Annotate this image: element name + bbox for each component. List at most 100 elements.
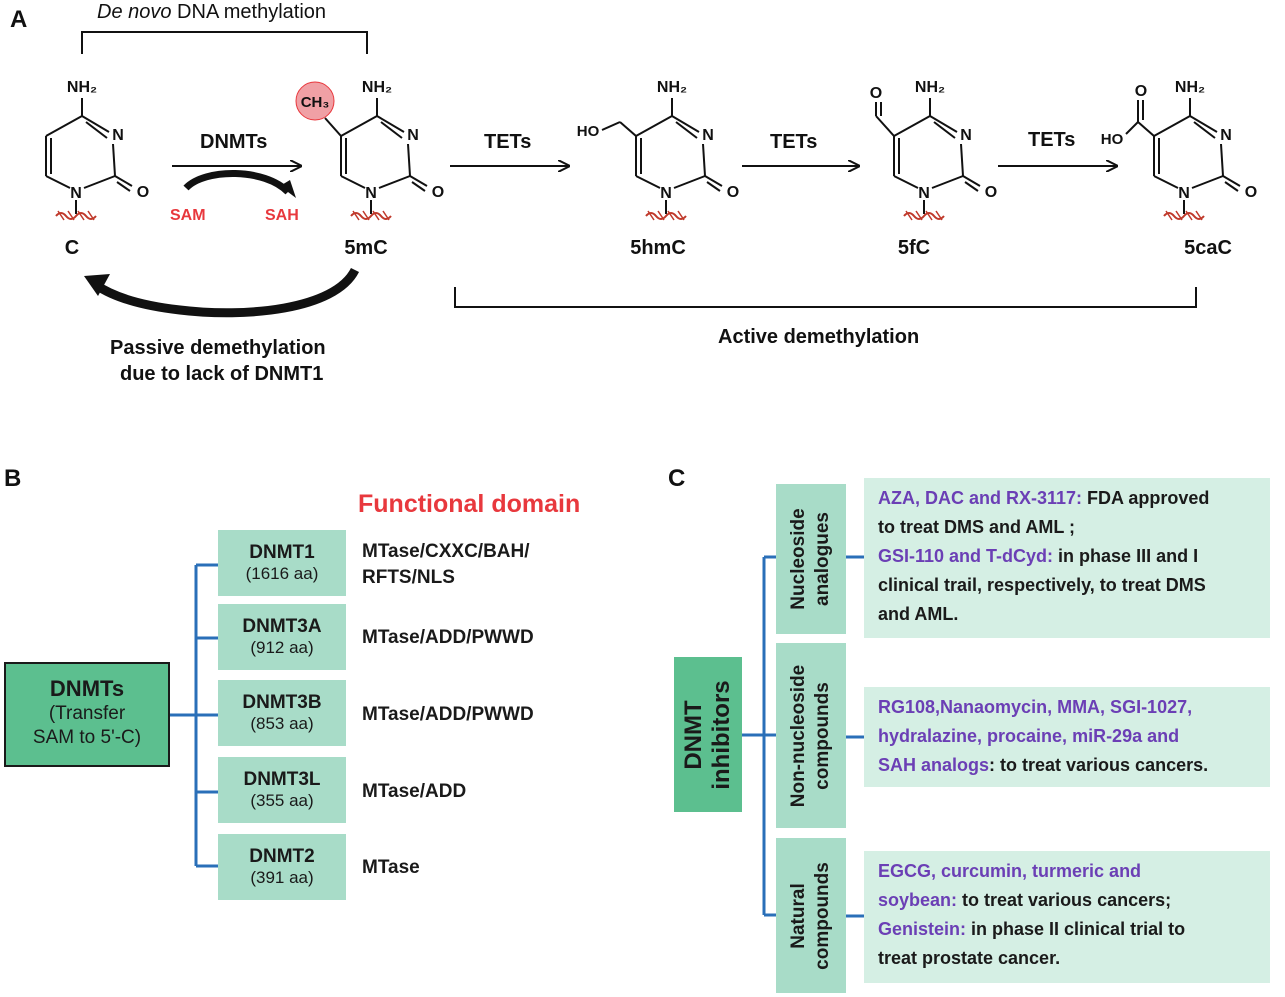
info-line: soybean: to treat various cancers; <box>878 890 1172 910</box>
passive-arrowhead <box>84 274 110 296</box>
enzyme-box-dnmt3l: DNMT3L (355 aa) <box>218 757 346 823</box>
dnmts-root-sub1: (Transfer <box>48 703 126 724</box>
methyl-highlight <box>295 81 335 121</box>
enzyme-length: (391 aa) <box>250 868 314 887</box>
enzyme-name: DNMT3B <box>242 692 322 713</box>
tets-label-1: TETs <box>484 131 531 153</box>
enzyme-box-dnmt2: DNMT2 (391 aa) <box>218 834 346 900</box>
ho-label: HO <box>1101 131 1124 148</box>
domain-dnmt3b: MTase/ADD/PWWD <box>362 704 534 725</box>
category-label-line2: compounds <box>812 681 833 790</box>
domain-line: RFTS/NLS <box>362 567 455 588</box>
sam-to-sah-curved-arrow <box>183 170 291 195</box>
o-label: O <box>137 184 149 201</box>
info-line: EGCG, curcumin, turmeric and <box>878 861 1142 881</box>
nh2-label: NH₂ <box>67 79 97 96</box>
dnmts-label: DNMTs <box>200 131 267 153</box>
de-novo-label: De novo DNA methylation <box>97 1 326 23</box>
molecule-label: 5caC <box>1184 237 1232 259</box>
enzyme-name: DNMT3L <box>243 769 321 790</box>
n1-label: N <box>660 185 672 202</box>
enzyme-name: DNMT1 <box>249 542 315 563</box>
o-label: O <box>727 184 739 201</box>
dnmts-root-title: DNMTs <box>49 676 125 701</box>
n3-label: N <box>1220 127 1232 144</box>
info-non-nucleoside-compounds: RG108,Nanaomycin, MMA, SGI-1027, hydrala… <box>864 687 1270 787</box>
domain-dnmt3l: MTase/ADD <box>362 781 467 802</box>
nh2-label: NH₂ <box>657 79 687 96</box>
info-line: RG108,Nanaomycin, MMA, SGI-1027, <box>878 697 1193 717</box>
info-line: clinical trail, respectively, to treat D… <box>878 575 1206 595</box>
panel-b-tree-lines <box>170 563 218 868</box>
o-label: O <box>1135 83 1147 100</box>
info-line: hydralazine, procaine, miR-29a and <box>878 726 1180 746</box>
nh2-label: NH₂ <box>1175 79 1205 96</box>
n1-label: N <box>365 185 377 202</box>
panel-a-diagram: A De novo DNA methylation NH₂ N N O C NH₂ N N O C… <box>10 1 1257 385</box>
molecule-5fC <box>875 98 981 221</box>
active-label: Active demethylation <box>718 326 919 348</box>
enzyme-length: (853 aa) <box>250 714 314 733</box>
nh2-label: NH₂ <box>362 79 392 96</box>
category-label-line1: Nucleoside <box>788 508 809 610</box>
panel-c-letter: C <box>668 465 685 492</box>
molecule-structures: NH₂ N N O C NH₂ N N O CH₃ 5mC NH₂ N N O HO 5hmC NH₂ N N O O 5f… <box>45 79 1257 259</box>
molecule-label: C <box>65 237 79 259</box>
n3-label: N <box>112 127 124 144</box>
de-novo-bracket <box>81 31 368 54</box>
sah-label: SAH <box>265 207 299 224</box>
o-label: O <box>1245 184 1257 201</box>
passive-label-line2: due to lack of DNMT1 <box>120 363 323 385</box>
enzyme-box-dnmt3a: DNMT3A (912 aa) <box>218 604 346 670</box>
o-label: O <box>870 85 882 102</box>
enzyme-name: DNMT3A <box>242 616 322 637</box>
enzyme-length: (912 aa) <box>250 638 314 657</box>
sam-label: SAM <box>170 207 206 224</box>
inhibitors-title-line1: DNMT <box>680 699 707 770</box>
dnmts-root-box: DNMTs (Transfer SAM to 5'-C) <box>4 662 170 767</box>
category-non-nucleoside-compounds: Non-nucleoside compounds <box>776 643 846 828</box>
molecule-C <box>45 98 133 221</box>
category-label-line1: Non-nucleoside <box>788 664 809 807</box>
panel-c-tree-lines <box>742 555 864 918</box>
ch3-label: CH₃ <box>301 94 330 111</box>
info-natural-compounds: EGCG, curcumin, turmeric and soybean: to… <box>864 851 1270 983</box>
category-label-line2: compounds <box>812 861 833 970</box>
molecule-label: 5hmC <box>630 237 686 259</box>
sam-sah-arrowhead <box>280 180 296 198</box>
enzyme-name: DNMT2 <box>249 846 315 867</box>
category-label-line1: Natural <box>788 882 809 949</box>
functional-domain-header: Functional domain <box>358 490 581 518</box>
enzyme-length: (355 aa) <box>250 791 314 810</box>
info-line: to treat DMS and AML ; <box>878 517 1075 537</box>
n3-label: N <box>702 127 714 144</box>
domain-dnmt2: MTase <box>362 857 420 878</box>
n1-label: N <box>918 185 930 202</box>
domain-dnmt3a: MTase/ADD/PWWD <box>362 627 534 648</box>
dnmt-inhibitors-root-box: DNMT inhibitors <box>674 657 742 812</box>
domain-line: MTase/CXXC/BAH/ <box>362 541 530 562</box>
o-label: O <box>432 184 444 201</box>
n1-label: N <box>1178 185 1190 202</box>
passive-demethylation-arrow <box>93 267 360 318</box>
molecule-5mC <box>295 81 428 221</box>
info-line: treat prostate cancer. <box>878 948 1061 968</box>
ho-label: HO <box>577 123 600 140</box>
panel-a-letter: A <box>10 6 27 33</box>
info-line: Genistein: in phase II clinical trial to <box>878 919 1186 939</box>
dnmts-root-sub2: SAM to 5'-C) <box>32 727 142 748</box>
enzyme-box-dnmt3b: DNMT3B (853 aa) <box>218 680 346 746</box>
active-demethylation-bracket <box>454 287 1197 308</box>
o-label: O <box>985 184 997 201</box>
n3-label: N <box>960 127 972 144</box>
molecule-label: 5mC <box>344 237 387 259</box>
n3-label: N <box>407 127 419 144</box>
molecule-label: 5fC <box>898 237 930 259</box>
tets-label-3: TETs <box>1028 129 1075 151</box>
tets-label-2: TETs <box>770 131 817 153</box>
passive-label-line1: Passive demethylation <box>110 337 326 359</box>
nh2-label: NH₂ <box>915 79 945 96</box>
category-nucleoside-analogues: Nucleoside analogues <box>776 484 846 634</box>
info-line: AZA, DAC and RX-3117: FDA approved <box>878 488 1210 508</box>
